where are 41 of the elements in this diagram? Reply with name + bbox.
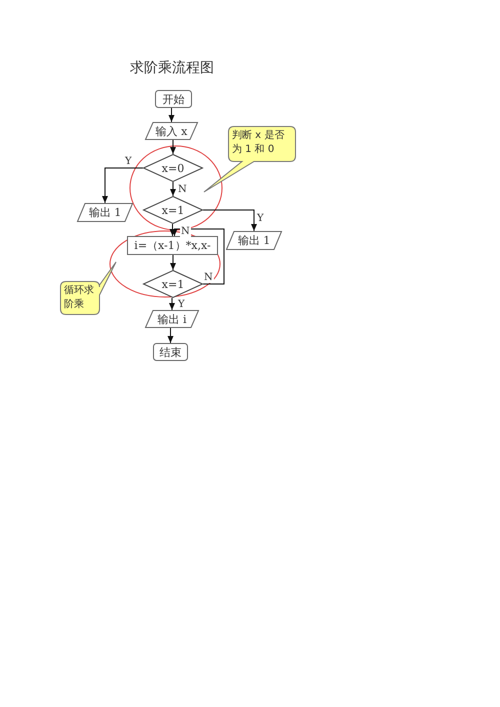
arrow — [170, 182, 176, 196]
arrow — [168, 108, 174, 122]
node-text: 开始 — [162, 92, 184, 106]
edge-label: Y — [256, 214, 265, 224]
arrow — [169, 298, 175, 310]
node-text: x=0 — [162, 162, 184, 174]
node-text: 输出 1 — [238, 234, 270, 247]
callout-text: 判断 x 是否为 1 和 0 — [232, 129, 286, 157]
node-text: x=1 — [162, 278, 184, 290]
arrow — [170, 224, 176, 236]
io-parallelogram — [145, 310, 199, 328]
node-text: 输出 i — [157, 312, 186, 326]
node-text: i=（x-1）*x,x- — [134, 239, 211, 252]
title: 求阶乘流程图 — [129, 59, 215, 77]
edge-label: N — [203, 273, 214, 283]
process-box — [127, 236, 218, 255]
arrow — [172, 228, 224, 284]
decision-diamond — [143, 154, 203, 182]
edge-label: Y — [177, 300, 186, 310]
node-text: x=1 — [162, 204, 184, 216]
arrow — [102, 168, 144, 204]
arrow — [202, 210, 257, 232]
io-parallelogram — [226, 231, 282, 250]
terminal-box — [153, 343, 188, 361]
decision-diamond — [143, 270, 203, 298]
edge-label: Y — [124, 157, 133, 167]
callout-bubble — [204, 126, 296, 192]
edge-label: N — [180, 227, 191, 237]
arrow — [170, 140, 176, 154]
callout-text: 循环求阶乘 — [64, 284, 95, 312]
terminal-box — [155, 90, 192, 108]
node-text: 结束 — [160, 346, 182, 358]
node-text: 输出 1 — [88, 206, 122, 219]
decision-diamond — [143, 196, 203, 224]
edge-label: N — [177, 185, 188, 195]
callout-bubble — [60, 262, 116, 315]
arrow — [168, 328, 174, 344]
node-text: 输入 x — [156, 124, 188, 138]
arrow — [170, 254, 176, 270]
io-parallelogram — [77, 203, 133, 222]
io-parallelogram — [145, 122, 198, 140]
